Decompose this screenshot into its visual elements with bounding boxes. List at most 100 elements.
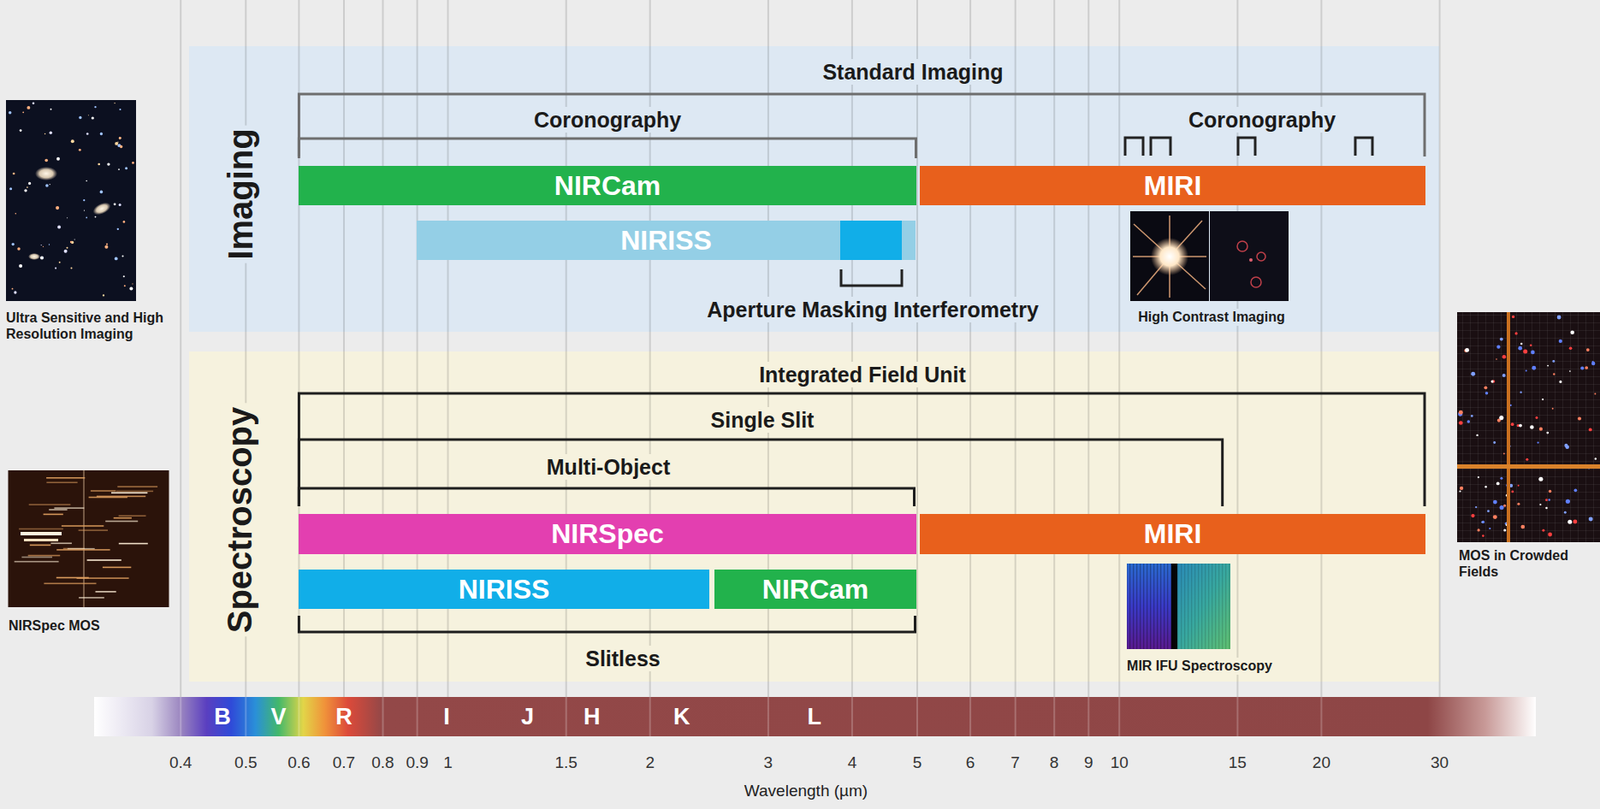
star-dot — [1490, 379, 1494, 383]
band-letter: V — [271, 703, 287, 731]
grid-line — [179, 0, 182, 698]
deep-field-stars — [8, 102, 135, 297]
range-label: Slitless — [581, 645, 664, 672]
star-dot — [82, 199, 85, 202]
star-dot — [1467, 420, 1470, 423]
image-caption: Ultra Sensitive and High Resolution Imag… — [5, 309, 184, 343]
star-dot — [94, 216, 97, 219]
star-dot — [1594, 392, 1596, 395]
star-dot — [1558, 380, 1562, 384]
star-dot — [1557, 315, 1562, 320]
galaxy — [35, 166, 58, 181]
star-dot — [1511, 490, 1514, 493]
tick-label: 15 — [1228, 753, 1247, 774]
star-dot — [12, 172, 16, 176]
spectroscopy-brackets — [298, 393, 1425, 633]
tick-label: 20 — [1312, 753, 1331, 774]
grid-line — [969, 0, 972, 698]
image-caption: MIR IFU Spectroscopy — [1123, 657, 1276, 675]
star-dot — [118, 168, 120, 171]
star-dot — [1594, 457, 1597, 460]
spectrum-streak — [113, 517, 132, 520]
grid-lines — [180, 0, 1440, 698]
star-dot — [1525, 458, 1529, 462]
range-bracket — [298, 94, 1425, 157]
star-dot — [1484, 385, 1488, 390]
spectrum-streak — [53, 507, 84, 510]
star-dot — [129, 286, 133, 291]
star-dot — [1503, 504, 1506, 508]
star-dot — [97, 163, 101, 166]
star-dot — [1515, 331, 1518, 335]
star-dot — [124, 284, 126, 287]
spectrum-streak — [29, 545, 52, 547]
star-dot — [1519, 391, 1522, 394]
star-dot — [118, 136, 122, 140]
star-dot — [118, 136, 122, 140]
star-dot — [1502, 373, 1506, 378]
star-dot — [94, 106, 96, 108]
star-dot — [1520, 343, 1523, 345]
tick-label: 8 — [1049, 753, 1060, 774]
grid-line — [1014, 0, 1017, 698]
star-dot — [1545, 498, 1548, 502]
high-contrast-image — [1130, 211, 1209, 302]
star-dot — [1481, 521, 1483, 523]
planet-marker — [1256, 252, 1266, 261]
range-label: Aperture Masking Interferometry — [703, 296, 1043, 323]
planet-marker — [1237, 241, 1248, 252]
tick-label: 4 — [847, 753, 858, 774]
instrument-name: NIRISS — [620, 225, 712, 257]
star-dot — [113, 102, 115, 104]
tick-label: 0.5 — [234, 753, 257, 774]
star-dot — [1522, 349, 1528, 354]
tick-label: 1 — [443, 753, 453, 774]
star-dot — [1588, 427, 1593, 432]
star-dot — [1574, 488, 1578, 492]
grid-line — [916, 0, 919, 698]
grid-line — [1439, 0, 1441, 698]
star-dot — [1488, 527, 1491, 530]
star-dot — [66, 247, 69, 249]
grid-line — [1236, 0, 1239, 698]
instrument-name: MIRI — [1143, 518, 1203, 551]
star-dot — [49, 183, 51, 185]
star-dot — [1520, 525, 1525, 530]
star-dot — [66, 217, 68, 219]
star-dot — [121, 254, 124, 257]
star-dot — [41, 244, 42, 246]
star-dot — [49, 131, 53, 135]
instrument-name: NIRSpec — [551, 518, 664, 551]
star-dot — [1481, 534, 1485, 538]
band-letter: R — [335, 703, 353, 731]
star-dot — [1493, 515, 1498, 520]
range-bracket — [1238, 137, 1256, 156]
spectrum-streak — [111, 492, 148, 495]
instrument-bar: NIRISS — [298, 569, 710, 610]
star-dot — [1548, 490, 1552, 493]
section-title: Spectroscopy — [219, 403, 260, 638]
star-dot — [1477, 476, 1480, 479]
star-dot — [45, 183, 49, 188]
spectrum-divider — [1118, 697, 1120, 737]
star-dot — [86, 132, 89, 136]
star-dot — [1499, 477, 1503, 480]
spectrum-dividers — [180, 697, 1322, 737]
star-dot — [1569, 347, 1573, 351]
star-dot — [1539, 427, 1543, 432]
star-dot — [100, 132, 103, 136]
high-contrast-image — [1209, 211, 1289, 302]
star-dot — [1458, 420, 1464, 426]
star-dot — [64, 249, 68, 254]
spectrum-streak — [61, 525, 104, 528]
range-label: Integrated Field Unit — [755, 361, 970, 388]
spectrum-divider — [649, 697, 652, 737]
spectrum-divider — [1014, 697, 1017, 737]
star-dot — [1475, 434, 1478, 437]
spectrum-divider — [767, 697, 770, 737]
range-label: Coronography — [1185, 106, 1340, 133]
spectrum-streak — [46, 477, 85, 480]
star-dot — [1487, 509, 1490, 513]
range-bracket — [298, 439, 1222, 507]
star-dot — [117, 228, 119, 231]
